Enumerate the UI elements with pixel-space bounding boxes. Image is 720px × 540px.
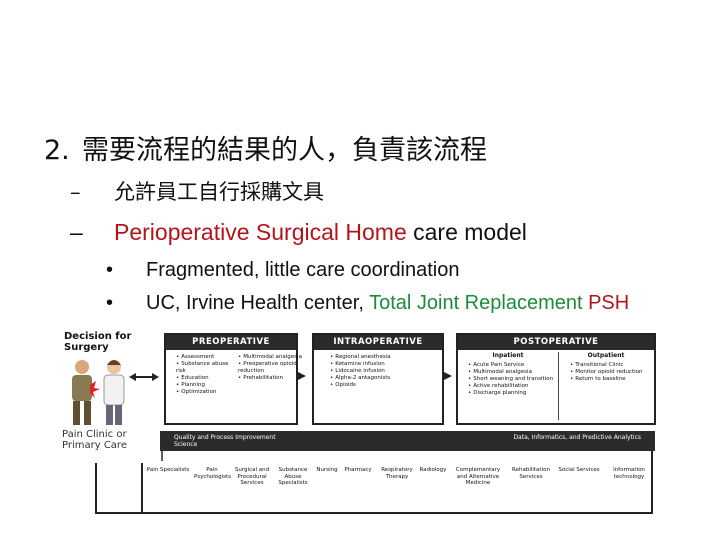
list-item: Acute Pain Service [468,362,564,369]
list-item: Multimodal analgesia [468,369,564,376]
list-item: Multimodal analgesia [238,354,302,361]
pain-clinic-label: Pain Clinic or Primary Care [62,429,127,451]
specialist-label: Complementary and Alternative Medicine [455,467,501,486]
doctor-coat-icon [103,374,125,406]
specialist-label: Pharmacy [344,467,372,473]
list-item: Assessment [176,354,238,361]
postoperative-box: POSTOPERATIVE Inpatient Outpatient Acute… [456,333,656,425]
list-item: Ketamine infusion [330,361,440,368]
specialist-label: Surgical and Procedural Services [234,467,270,486]
psh-diagram: Decision for Surgery Pain Clinic or Prim… [60,325,660,525]
preop-list-1: Assessment Substance abuse risk Educatio… [166,352,238,396]
list-item: Planning [176,382,238,389]
bullet-marker: • [106,292,114,314]
psh-abbrev: PSH [588,292,630,314]
list-item: Monitor opioid reduction [570,369,660,376]
care-loop-lines [95,451,653,514]
specialist-label: Nursing [316,467,338,473]
list-item: Substance abuse risk [176,361,238,375]
heading-text: 需要流程的結果的人，負責該流程 [82,135,487,166]
sub-item-1-text: 允許員工自行採購文具 [114,180,324,204]
psh-term: Perioperative Surgical Home [114,219,407,245]
support-band: Quality and Process Improvement Science … [160,431,655,451]
preoperative-title: PREOPERATIVE [166,335,296,350]
list-item: Short weaning and transition [468,376,564,383]
heading-number: 2. [44,135,70,166]
preoperative-box: PREOPERATIVE Assessment Substance abuse … [164,333,302,425]
list-item: Alpha-2 antagonists [330,375,440,382]
pain-burst-icon [90,381,100,398]
specialist-label: Pain Specialists [146,467,190,473]
list-item: Optimization [176,389,238,396]
intraoperative-title: INTRAOPERATIVE [314,335,442,350]
preop-list-2: Multimodal analgesia Preoperative opioid… [228,352,302,382]
outpatient-label: Outpatient [587,352,625,359]
inpatient-list: Acute Pain Service Multimodal analgesia … [458,360,564,397]
bullet-item-2-text: UC, Irvine Health center, [146,292,370,314]
dash-marker: – [70,219,83,245]
quality-improvement-label: Quality and Process Improvement Science [174,434,276,448]
list-item: Transitional Clinic [570,362,660,369]
bullet-marker: • [106,259,114,281]
specialist-label: Social Services [558,467,600,473]
decision-for-surgery-label: Decision for Surgery [64,331,132,353]
intraop-list: Regional anesthesia Ketamine infusion Li… [320,352,440,389]
bullet-item-1-text: Fragmented, little care coordination [146,259,460,281]
list-item: Lidocaine infusion [330,368,440,375]
list-item: Education [176,375,238,382]
heading-line: 2. 需要流程的結果的人，負責該流程 [44,134,487,168]
list-item: Opioids [330,382,440,389]
arrow-right-icon [442,371,452,381]
specialist-label: Pain Psychologists [194,467,232,480]
list-item: Discharge planning [468,390,564,397]
sub-item-1: – 允許員工自行採購文具 [70,178,324,206]
bullet-item-2: • UC, Irvine Health center, Total Joint R… [106,290,629,316]
sub-item-2-rest: care model [406,219,527,245]
inpatient-label: Inpatient [492,352,524,359]
data-analytics-label: Data, Informatics, and Predictive Analyt… [513,434,641,441]
dash-marker: – [70,180,81,204]
list-item: Prehabilitation [238,375,302,382]
postoperative-title: POSTOPERATIVE [458,335,654,350]
outpatient-list: Transitional Clinic Monitor opioid reduc… [560,360,660,383]
list-item: Preoperative opioid reduction [238,361,302,375]
bullet-item-1: • Fragmented, little care coordination [106,257,460,283]
specialist-label: Information technology [613,467,645,480]
specialist-label: Rehabilitation Services [512,467,550,480]
patient-body-icon [72,375,92,401]
arrow-right-icon [296,371,306,381]
specialist-label: Radiology [419,467,447,473]
tjr-term: Total Joint Replacement [369,292,589,314]
patient-doctor-illustration [72,360,159,425]
specialist-label: Substance Abuse Specialists [278,467,308,486]
patient-head-icon [75,360,89,374]
list-item: Active rehabilitation [468,383,564,390]
list-item: Return to baseline [570,376,660,383]
specialist-label: Respiratory Therapy [381,467,413,480]
list-item: Regional anesthesia [330,354,440,361]
sub-item-2: – Perioperative Surgical Home care model [70,218,527,246]
